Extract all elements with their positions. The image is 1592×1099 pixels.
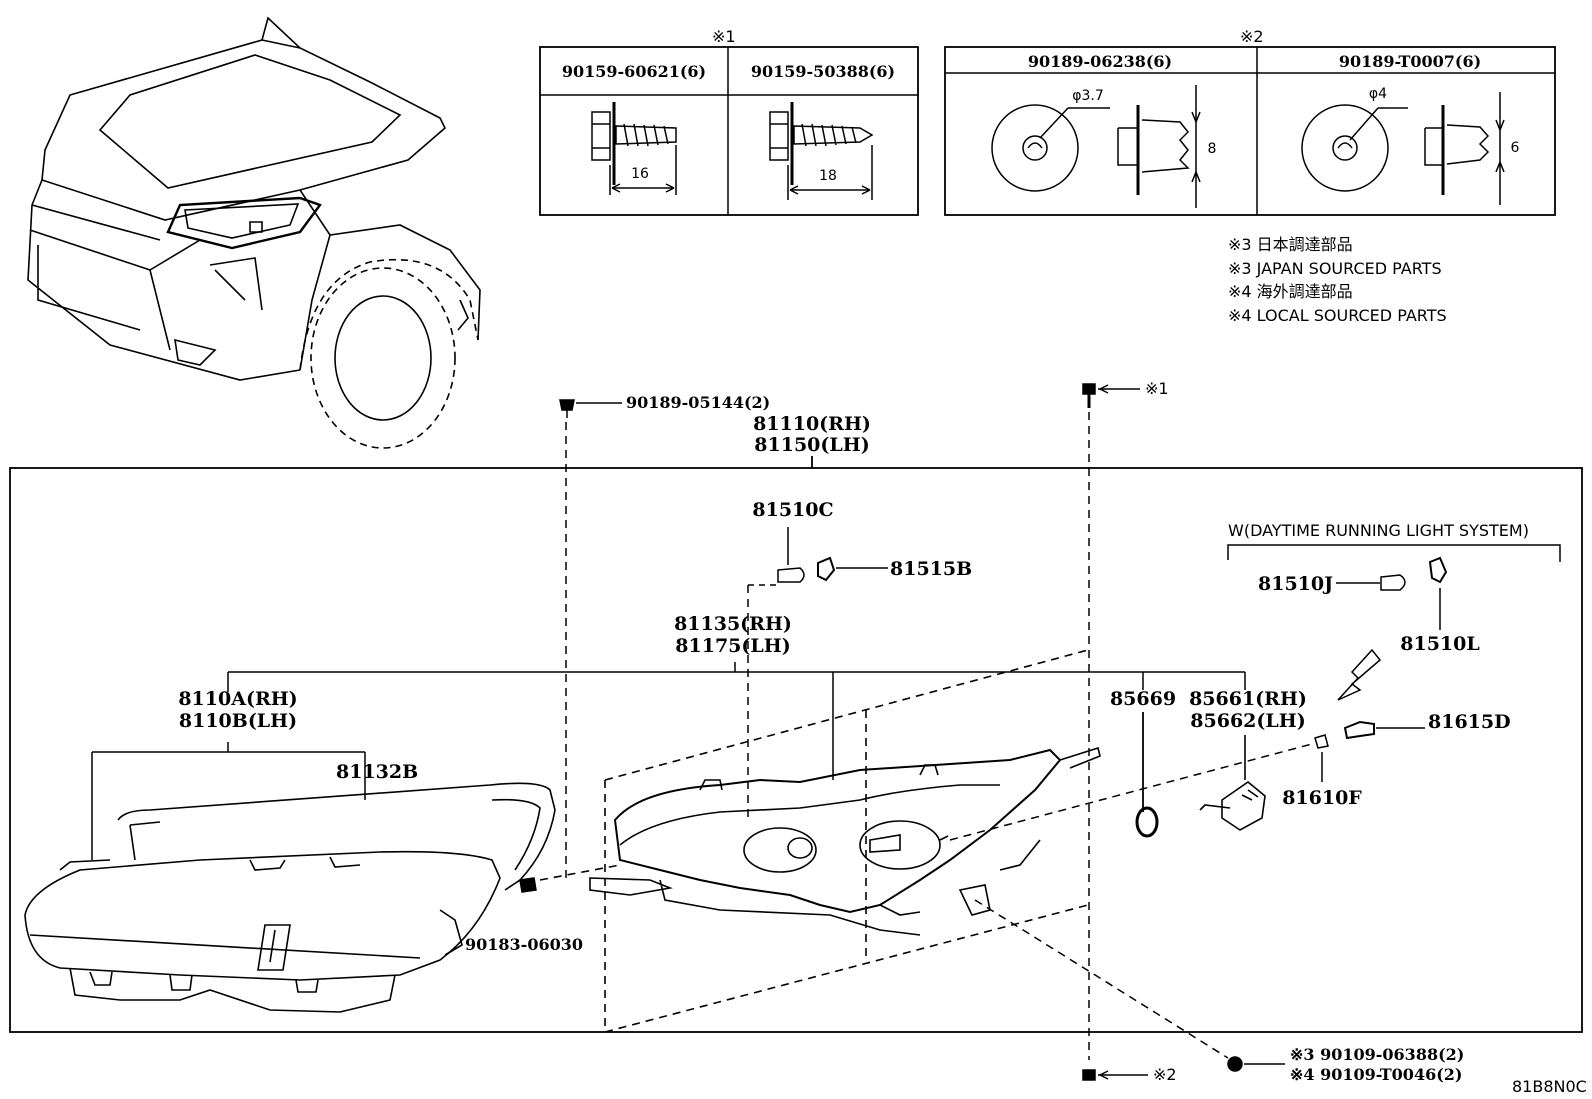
sourcing-notes: ※3 日本調達部品 ※3 JAPAN SOURCED PARTS ※4 海外調達… xyxy=(1228,235,1447,325)
leveling-motor-icon xyxy=(1199,735,1266,831)
table-2-height-2: 6 xyxy=(1511,140,1520,156)
tapping-screw-icon xyxy=(769,102,874,200)
fastener-table-1: ※1 90159-60621(6) 90159-50388(6) 16 xyxy=(539,27,919,216)
callout-81510c: 81510C xyxy=(752,499,833,521)
push-clip-icon xyxy=(991,85,1201,208)
callout-nut: 90183-06030 xyxy=(465,935,583,954)
note-line: ※3 JAPAN SOURCED PARTS xyxy=(1228,259,1442,278)
note-line: ※4 海外調達部品 xyxy=(1228,282,1353,301)
callout-ref2: ※2 xyxy=(1153,1065,1177,1084)
callout-90189-05144: 90189-05144(2) xyxy=(626,393,770,412)
note-line: ※4 LOCAL SOURCED PARTS xyxy=(1228,306,1447,325)
callout-ref1: ※1 xyxy=(1145,379,1169,398)
bulb-81610f xyxy=(949,720,1425,841)
top-callouts xyxy=(559,383,1285,1081)
callout-bolt-japan: ※3 90109-06388(2) xyxy=(1290,1045,1464,1064)
callout-gasket: 81132B xyxy=(336,761,418,783)
table-1-marker: ※1 xyxy=(712,27,736,46)
vehicle-locator-sketch xyxy=(27,16,481,449)
callout-bolt-local: ※4 90109-T0046(2) xyxy=(1290,1065,1462,1084)
callout-cap: 85669 xyxy=(1110,688,1176,710)
callout-assy-rh: 81110(RH) xyxy=(753,413,871,435)
callout-81510j: 81510J xyxy=(1258,573,1333,595)
table-2-height-1: 8 xyxy=(1208,141,1217,157)
callout-assy-lh: 81150(LH) xyxy=(754,434,869,456)
table-1-length-2: 18 xyxy=(819,168,837,184)
table-2-part-1: 90189-06238(6) xyxy=(1028,52,1172,71)
drl-label: W(DAYTIME RUNNING LIGHT SYSTEM) xyxy=(1228,521,1529,540)
table-2-part-2: 90189-T0007(6) xyxy=(1339,52,1481,71)
callout-motor-lh: 85662(LH) xyxy=(1190,710,1305,732)
callout-81615d: 81615D xyxy=(1428,711,1511,733)
push-clip-icon xyxy=(1301,92,1505,205)
callout-motor-rh: 85661(RH) xyxy=(1189,688,1307,710)
callout-lens-rh: 8110A(RH) xyxy=(178,688,297,710)
diagram-code: 81B8N0C xyxy=(1512,1077,1587,1096)
callout-81515b: 81515B xyxy=(890,558,972,580)
headlamp-unit xyxy=(539,649,1101,1033)
table-1-part-1: 90159-60621(6) xyxy=(562,62,706,81)
assembly-frame xyxy=(9,456,1583,1033)
nut-icon xyxy=(519,877,537,893)
table-1-part-2: 90159-50388(6) xyxy=(751,62,895,81)
callout-lens-lh: 8110B(LH) xyxy=(179,710,297,732)
headlamp-lens xyxy=(24,782,556,1013)
fastener-table-2: ※2 90189-06238(6) 90189-T0007(6) φ3.7 8 xyxy=(944,27,1556,216)
rubber-cap-icon xyxy=(1135,712,1159,838)
table-2-diameter-2: φ4 xyxy=(1369,86,1387,102)
callout-81610f: 81610F xyxy=(1282,787,1362,809)
tapping-screw-icon xyxy=(591,102,677,195)
callout-81510l: 81510L xyxy=(1400,633,1479,655)
table-2-marker: ※2 xyxy=(1240,27,1264,46)
unit-leader xyxy=(91,662,1246,860)
callout-unit-lh: 81175(LH) xyxy=(675,635,790,657)
table-2-diameter-1: φ3.7 xyxy=(1072,88,1104,104)
note-line: ※3 日本調達部品 xyxy=(1228,235,1353,254)
drl-group xyxy=(1227,544,1561,701)
table-1-length-1: 16 xyxy=(631,166,649,182)
callout-unit-rh: 81135(RH) xyxy=(674,613,792,635)
bulb-81510c xyxy=(747,527,888,820)
